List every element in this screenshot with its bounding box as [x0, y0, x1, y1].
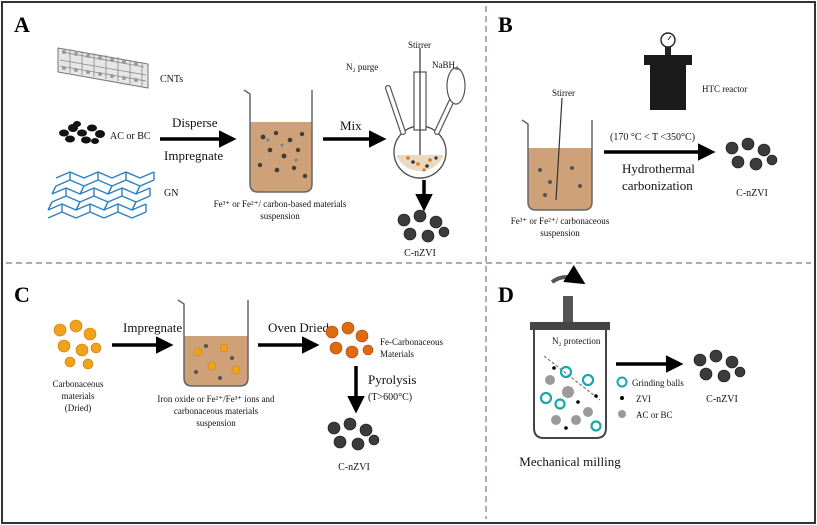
n2-protection-label: N₂ protection	[552, 336, 601, 346]
panel-d: D N₂ protection Grinding balls ZVI AC or	[498, 265, 746, 469]
mix-label: Mix	[340, 118, 362, 133]
suspension-b-line2: suspension	[540, 228, 580, 238]
legend: Grinding balls ZVI AC or BC	[616, 376, 684, 420]
graphene-sheet	[47, 171, 155, 219]
susp-c-line2: carbonaceous materials	[174, 406, 259, 416]
cnt-label: CNTs	[160, 74, 183, 85]
suspension-a-line1: Fe³⁺ or Fe²⁺/ carbon-based materials	[214, 199, 347, 209]
oven-dried-label: Oven Dried	[268, 320, 330, 335]
cnt-structure	[57, 47, 149, 89]
milling-jar	[530, 322, 610, 439]
carbonization-label: carbonization	[622, 178, 693, 193]
fe-line2: Materials	[380, 349, 414, 359]
legend-zvi-label: ZVI	[636, 394, 651, 404]
htc-reactor	[644, 32, 692, 110]
panel-a: A CNTs AC or BC	[14, 12, 466, 259]
c-nzvi-cluster-c	[327, 417, 380, 451]
n2-purge-label: N₂ purge	[346, 62, 378, 72]
c-nzvi-cluster-d	[693, 349, 746, 383]
rotation-icon	[550, 265, 586, 322]
hydrothermal-label: Hydrothermal	[622, 161, 695, 176]
susp-c-line3: suspension	[196, 418, 236, 428]
disperse-label: Disperse	[172, 115, 218, 130]
susp-c-line1: Iron oxide or Fe²⁺/Fe³⁺ ions and	[157, 394, 275, 404]
fe-carbonaceous-particles	[325, 321, 374, 359]
temp-label: (170 °C < T <350°C)	[610, 132, 695, 143]
nabh4-label: NaBH₄	[432, 60, 458, 70]
impregnate-label: Impregnate	[164, 148, 223, 163]
htc-label: HTC reactor	[702, 84, 747, 94]
impregnate-c-label: Impregnate	[123, 320, 182, 335]
legend-ac-icon	[618, 410, 626, 418]
beaker-b	[521, 97, 593, 211]
product-d-label: C-nZVI	[706, 394, 738, 405]
dropping-funnel	[446, 67, 466, 105]
stirrer-label-a: Stirrer	[408, 40, 431, 50]
material-line1: Carbonaceous	[53, 379, 104, 389]
legend-ac-label: AC or BC	[636, 410, 673, 420]
material-line2: materials	[62, 391, 95, 401]
product-b-label: C-nZVI	[736, 188, 768, 199]
product-a-label: C-nZVI	[404, 248, 436, 259]
round-bottom-flask	[385, 48, 466, 179]
ac-bc-particles	[59, 121, 105, 144]
stirrer-rod-b	[555, 97, 563, 201]
beaker-a	[243, 89, 313, 193]
panel-d-letter: D	[498, 282, 514, 307]
legend-balls-label: Grinding balls	[632, 378, 684, 388]
panel-b: B Stirrer Fe³⁺ or Fe²⁺/ carbonaceous sus…	[498, 12, 778, 238]
legend-zvi-icon	[620, 396, 624, 400]
panel-a-letter: A	[14, 12, 30, 37]
legend-ball-icon	[616, 376, 628, 388]
stirrer-label-b: Stirrer	[552, 88, 575, 98]
panel-c-letter: C	[14, 282, 30, 307]
material-line3: (Dried)	[65, 403, 92, 413]
product-c-label: C-nZVI	[338, 462, 370, 473]
c-nzvi-cluster-a	[397, 209, 450, 243]
ac-bc-label: AC or BC	[110, 131, 151, 142]
gn-label: GN	[164, 188, 178, 199]
pyrolysis-label: Pyrolysis	[368, 372, 416, 387]
suspension-b-line1: Fe³⁺ or Fe²⁺/ carbonaceous	[511, 216, 610, 226]
panel-c: C Carbonaceous materials (Dried) Impregn…	[14, 282, 443, 473]
pyrolysis-temp: (T>600°C)	[368, 392, 412, 403]
panel-b-letter: B	[498, 12, 513, 37]
carbonaceous-particles	[53, 319, 102, 370]
beaker-c	[177, 299, 249, 387]
suspension-a-line2: suspension	[260, 211, 300, 221]
mechanical-milling-label: Mechanical milling	[519, 454, 621, 469]
fe-line1: Fe-Carbonaceous	[380, 337, 443, 347]
c-nzvi-cluster-b	[725, 137, 778, 171]
